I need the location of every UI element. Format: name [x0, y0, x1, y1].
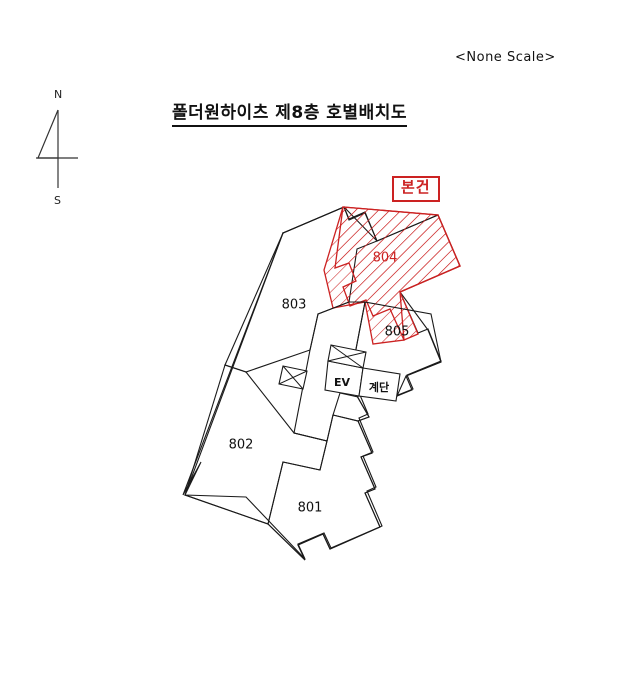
stairs-area [358, 367, 401, 402]
unit-label-805: 805 [385, 325, 410, 340]
unit-801-region [267, 414, 381, 561]
unit-label-802: 802 [229, 438, 254, 453]
facility-label-ev: EV [334, 376, 351, 389]
unit-label-801: 801 [298, 501, 323, 516]
compass-north-label: N [54, 88, 63, 101]
subject-property-legend-box: 본건 [392, 176, 440, 202]
unit-label-803: 803 [282, 298, 307, 313]
north-arrow-compass: N S [20, 88, 100, 218]
duct-shaft-small [278, 365, 308, 390]
compass-south-label: S [54, 194, 61, 207]
page-title: 폴더원하이츠 제8층 호별배치도 [172, 98, 407, 127]
unit-label-804: 804 [373, 251, 398, 266]
compass-icon [36, 109, 78, 188]
subject-property-label: 본건 [401, 178, 431, 196]
facility-label-stairs: 계단 [369, 380, 389, 394]
unit-804-outline [323, 206, 461, 345]
scale-note: <None Scale> [455, 50, 556, 65]
